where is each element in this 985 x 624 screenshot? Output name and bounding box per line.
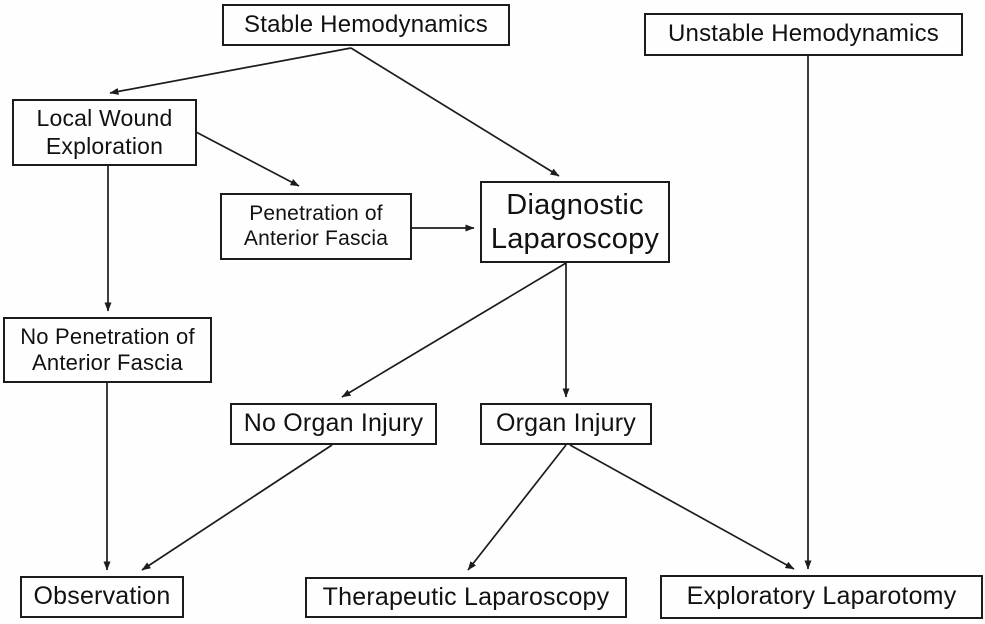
node-local-wound-exploration: Local Wound Exploration: [12, 99, 197, 166]
edge-stable-to-diagnostic: [350, 47, 560, 177]
edge-diagnostic-to-no-organ: [341, 262, 567, 398]
node-exploratory-laparotomy: Exploratory Laparotomy: [660, 575, 983, 619]
node-organ-injury: Organ Injury: [480, 403, 652, 445]
node-no-penetration-of-anterior-fascia: No Penetration of Anterior Fascia: [3, 317, 212, 383]
node-diagnostic-laparoscopy: Diagnostic Laparoscopy: [480, 181, 670, 263]
edge-stable-to-local-wound: [109, 47, 352, 95]
edge-no-organ-to-observation: [141, 444, 333, 571]
node-observation: Observation: [20, 576, 184, 618]
edge-organ-to-exploratory: [569, 444, 795, 570]
node-penetration-of-anterior-fascia: Penetration of Anterior Fascia: [220, 193, 412, 260]
node-no-organ-injury: No Organ Injury: [230, 403, 437, 445]
node-unstable-hemodynamics: Unstable Hemodynamics: [644, 13, 963, 56]
edge-local-wound-to-penetration: [195, 131, 300, 187]
edge-organ-to-therapeutic: [467, 444, 567, 571]
node-therapeutic-laparoscopy: Therapeutic Laparoscopy: [305, 577, 627, 618]
node-stable-hemodynamics: Stable Hemodynamics: [222, 4, 510, 46]
